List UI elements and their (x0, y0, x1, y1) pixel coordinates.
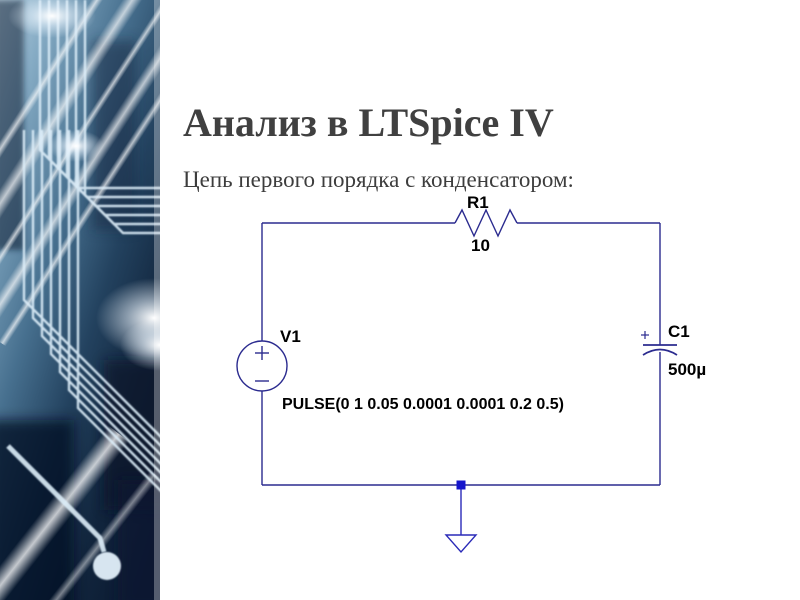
capacitor-value-label: 500µ (668, 360, 706, 379)
slide-title: Анализ в LTSpice IV (183, 99, 554, 145)
circuit-board-image (0, 0, 160, 600)
schematic-canvas: R1 10 V1 PULSE(0 1 0.05 0.0001 0.0001 0.… (236, 193, 706, 554)
voltage-source-value-label: PULSE(0 1 0.05 0.0001 0.0001 0.2 0.5) (282, 396, 564, 413)
photo-right-fade (154, 0, 160, 600)
capacitor-name-label: C1 (668, 322, 690, 341)
photo-solder-pad (93, 552, 121, 580)
slide-subtitle: Цепь первого порядка с конденсатором: (183, 167, 574, 192)
ground-symbol (444, 485, 478, 554)
photo-glows (8, 0, 160, 371)
capacitor-bottom-plate (642, 348, 678, 356)
resistor-name-label: R1 (467, 193, 489, 212)
photo-circuit-traces (6, 0, 160, 553)
photo-bottom-streaks (0, 425, 160, 600)
voltage-source-name-label: V1 (280, 327, 301, 346)
ground-triangle (444, 534, 478, 554)
ground-node-square (456, 480, 466, 490)
sidebar-photo-strip (0, 0, 160, 600)
resistor-value-label: 10 (471, 236, 490, 255)
ltspice-schematic: R1 10 V1 PULSE(0 1 0.05 0.0001 0.0001 0.… (230, 190, 710, 560)
resistor-symbol (454, 208, 518, 238)
